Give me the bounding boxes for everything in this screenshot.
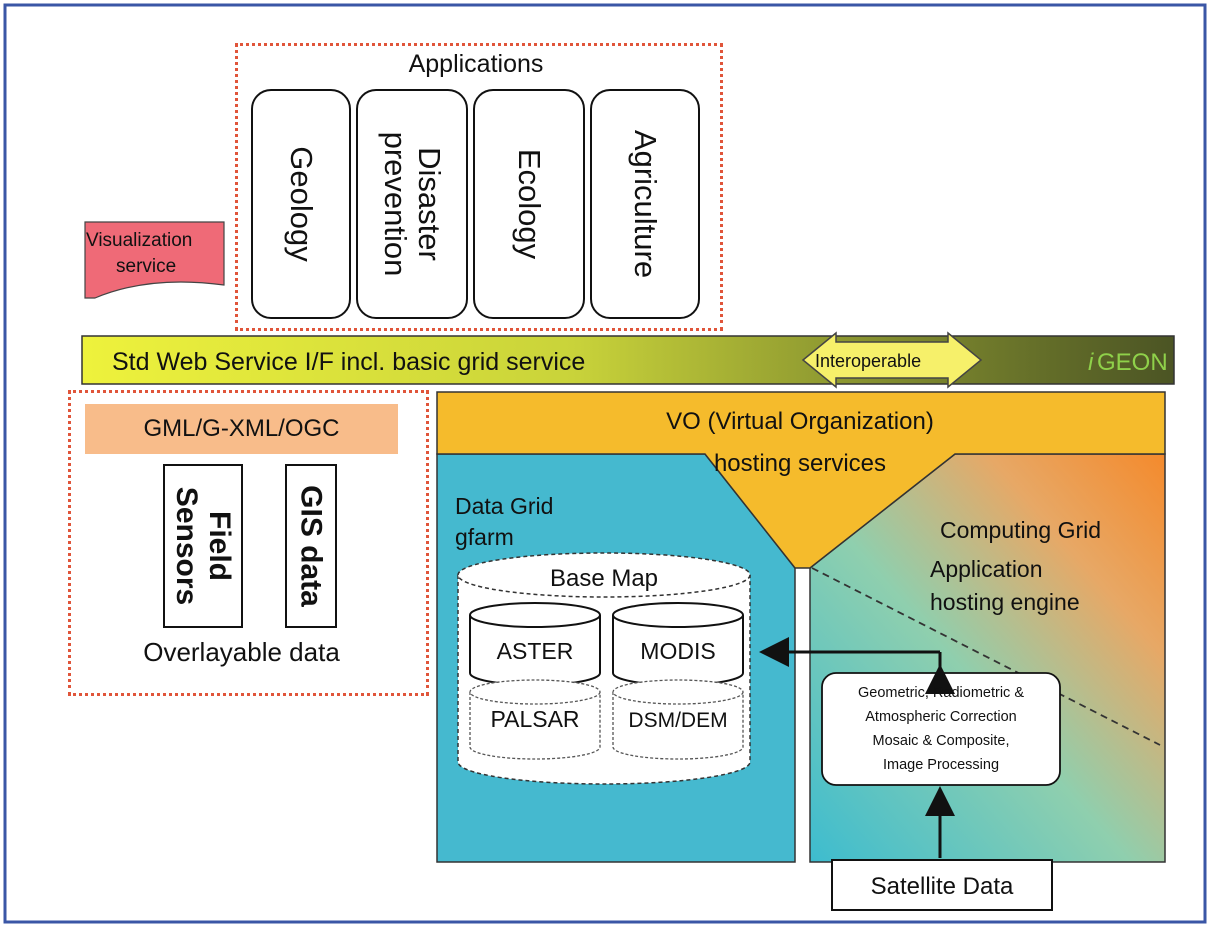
computing-grid-label: Computing Grid <box>940 517 1101 543</box>
aster-cylinder <box>469 602 601 686</box>
gis-data-box: GIS data <box>285 464 337 628</box>
processing-line3: Mosaic & Composite, <box>873 733 1010 749</box>
dashed-divider <box>811 567 1161 746</box>
applications-title: Applications <box>408 50 544 78</box>
dataset-dsm-dem: DSM/DEM <box>628 709 727 732</box>
app-ecology-label: Ecology <box>512 148 547 260</box>
processing-line4: Image Processing <box>883 757 999 773</box>
visualization-label-line2: service <box>116 256 176 277</box>
app-geology-label: Geology <box>284 146 319 262</box>
dataset-modis: MODIS <box>640 638 715 664</box>
dsm-dem-cylinder <box>612 679 744 760</box>
app-agriculture: Agriculture <box>590 89 700 319</box>
vo-funnel <box>436 391 1166 569</box>
interoperable-arrow <box>801 331 983 389</box>
vo-label-line1: VO (Virtual Organization) <box>666 408 934 435</box>
app-ecology: Ecology <box>473 89 585 319</box>
processing-line2: Atmospheric Correction <box>865 709 1017 725</box>
applications-group <box>235 43 723 331</box>
field-sensors-label: Field Sensors <box>170 486 236 606</box>
gis-data-label: GIS data <box>294 485 328 607</box>
data-grid-label-line1: Data Grid <box>455 493 553 519</box>
computing-grid-engine-line: hosting engine <box>930 589 1080 615</box>
geon-brand-i: i <box>1088 349 1094 376</box>
web-service-bar <box>81 335 1175 385</box>
computing-grid-app-line: Application <box>930 556 1043 582</box>
data-grid-label-line2: gfarm <box>455 524 514 550</box>
processing-line1: Geometric, Radiometric & <box>858 685 1024 701</box>
interoperable-label: Interoperable <box>815 351 921 371</box>
app-geology: Geology <box>251 89 351 319</box>
dataset-palsar: PALSAR <box>490 706 579 732</box>
satellite-data-box <box>831 859 1053 911</box>
overlayable-data-label: Overlayable data <box>143 637 340 667</box>
dataset-aster: ASTER <box>497 638 574 664</box>
modis-cylinder <box>612 602 744 686</box>
overlayable-data-group <box>68 390 429 696</box>
palsar-cylinder <box>469 679 601 760</box>
outer-border <box>3 3 1207 924</box>
app-agriculture-label: Agriculture <box>628 129 663 279</box>
web-service-label: Std Web Service I/F incl. basic grid ser… <box>112 348 585 376</box>
gml-standard-band: GML/G-XML/OGC <box>85 404 398 454</box>
vo-label-line2: hosting services <box>714 450 886 477</box>
satellite-data-label: Satellite Data <box>871 873 1014 900</box>
base-map-label: Base Map <box>550 565 658 592</box>
app-disaster-prevention: Disaster prevention <box>356 89 468 319</box>
visualization-label-line1: Visualization <box>86 230 192 251</box>
geon-brand: GEON <box>1097 349 1168 376</box>
field-sensors-box: Field Sensors <box>163 464 243 628</box>
visualization-service-shape <box>84 221 225 299</box>
app-disaster-prevention-label: Disaster prevention <box>378 131 447 277</box>
